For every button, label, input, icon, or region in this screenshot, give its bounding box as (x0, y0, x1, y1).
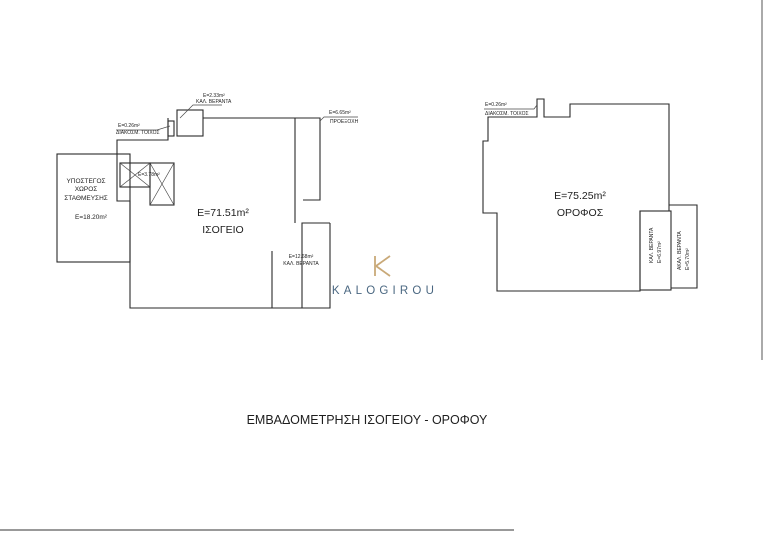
parking-area-outline (56, 153, 131, 263)
veranda-2-area: E=5.70m² (685, 248, 691, 270)
parking-label-line2: ΧΩΡΟΣ (75, 186, 98, 193)
stair-landing-cross-b (119, 162, 151, 188)
wall-label: ΔΙΑΚΟΣΜ. ΤΟΙΧΟΣ (116, 130, 160, 136)
veranda-2-label: ΑΚΑΛ. ΒΕΡΑΝΤΑ (677, 231, 683, 270)
upper-wall-area: E=0.26m² (485, 102, 507, 108)
bottom-veranda-outline (271, 223, 331, 309)
logo-k-mark (374, 255, 391, 277)
parking-area: E=18.20m² (75, 214, 108, 221)
kalogirou-logo: KALOGIROU (332, 255, 438, 297)
bottom-veranda-label: ΚΑΛ. ΒΕΡΑΝΤΑ (283, 261, 319, 267)
upper-floor-area: E=75.25m² (554, 190, 606, 202)
canopy-outline (295, 117, 321, 201)
canopy-area: E=6.65m² (329, 110, 351, 116)
veranda-2-outline (669, 204, 698, 289)
stair-void-cross-b (149, 162, 175, 206)
upper-floor-name: ΟΡΟΦΟΣ (557, 207, 604, 219)
ground-floor-outline (116, 118, 330, 309)
veranda-1-area: E=6.97m² (657, 241, 663, 263)
ground-floor-area: E=71.51m² (197, 207, 249, 219)
leader-wall (116, 125, 171, 131)
stair-landing-outline (119, 162, 151, 188)
top-veranda-area: E=2.33m² (203, 93, 225, 99)
canopy-label: ΠΡΟΕΞΟΧΗ (330, 119, 359, 125)
veranda-1-label: ΚΑΛ. ΒΕΡΑΝΤΑ (649, 227, 655, 263)
leader-top-veranda (179, 104, 222, 119)
leader-upper-wall (484, 104, 538, 110)
stair-area: E=3.78m² (138, 172, 160, 178)
top-veranda-label: ΚΑΛ. ΒΕΡΑΝΤΑ (196, 99, 232, 105)
leader-canopy (319, 116, 358, 122)
wall-area: E=0.26m² (118, 123, 140, 129)
ground-floor-name: ΙΣΟΓΕΙΟ (202, 224, 243, 236)
parking-label-line1: ΥΠΟΣΤΕΓΟΣ (66, 178, 105, 185)
upper-floor-plan: E=0.26m² ΔΙΑΚΟΣΜ. ΤΟΙΧΟΣ E=75.25m² ΟΡΟΦΟ… (482, 98, 698, 292)
bottom-veranda-area: E=12.68m² (289, 254, 314, 260)
veranda-1-outline (639, 210, 672, 291)
plan-caption: ΕΜΒΑΔΟΜΕΤΡΗΣΗ ΙΣΟΓΕΙΟΥ - ΟΡΟΦΟΥ (247, 413, 488, 427)
decorative-wall-outline (167, 120, 175, 137)
upper-wall-label: ΔΙΑΚΟΣΜ. ΤΟΙΧΟΣ (485, 111, 529, 117)
parking-label-line3: ΣΤΑΘΜΕΥΣΗΣ (64, 195, 108, 202)
top-veranda-outline (176, 109, 204, 137)
ground-floor-plan: E=2.33m² ΚΑΛ. ΒΕΡΑΝΤΑ E=0.26m² ΔΙΑΚΟΣΜ. … (56, 93, 359, 309)
logo-text: KALOGIROU (332, 285, 438, 297)
